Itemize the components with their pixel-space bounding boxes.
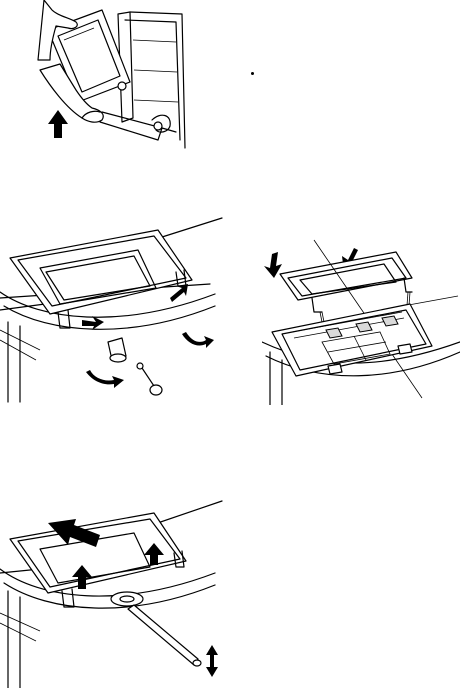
arrow-down-icon	[264, 252, 282, 278]
curved-arrow-icon	[182, 332, 214, 348]
stray-dot	[251, 72, 254, 75]
arrow-up-icon	[48, 110, 68, 138]
inner-glass-removal-illustration	[0, 495, 225, 688]
screw-icon	[108, 338, 126, 362]
hinge-lever-icon	[118, 82, 170, 132]
door-lift-illustration	[30, 0, 200, 160]
screw-icon	[137, 363, 162, 395]
double-arrow-icon	[206, 645, 218, 677]
door-hinge-unlock-illustration	[0, 210, 225, 405]
arrow-icon	[82, 316, 104, 330]
door-glass-panel-refit-illustration	[262, 220, 460, 405]
curved-arrow-icon	[86, 370, 124, 388]
